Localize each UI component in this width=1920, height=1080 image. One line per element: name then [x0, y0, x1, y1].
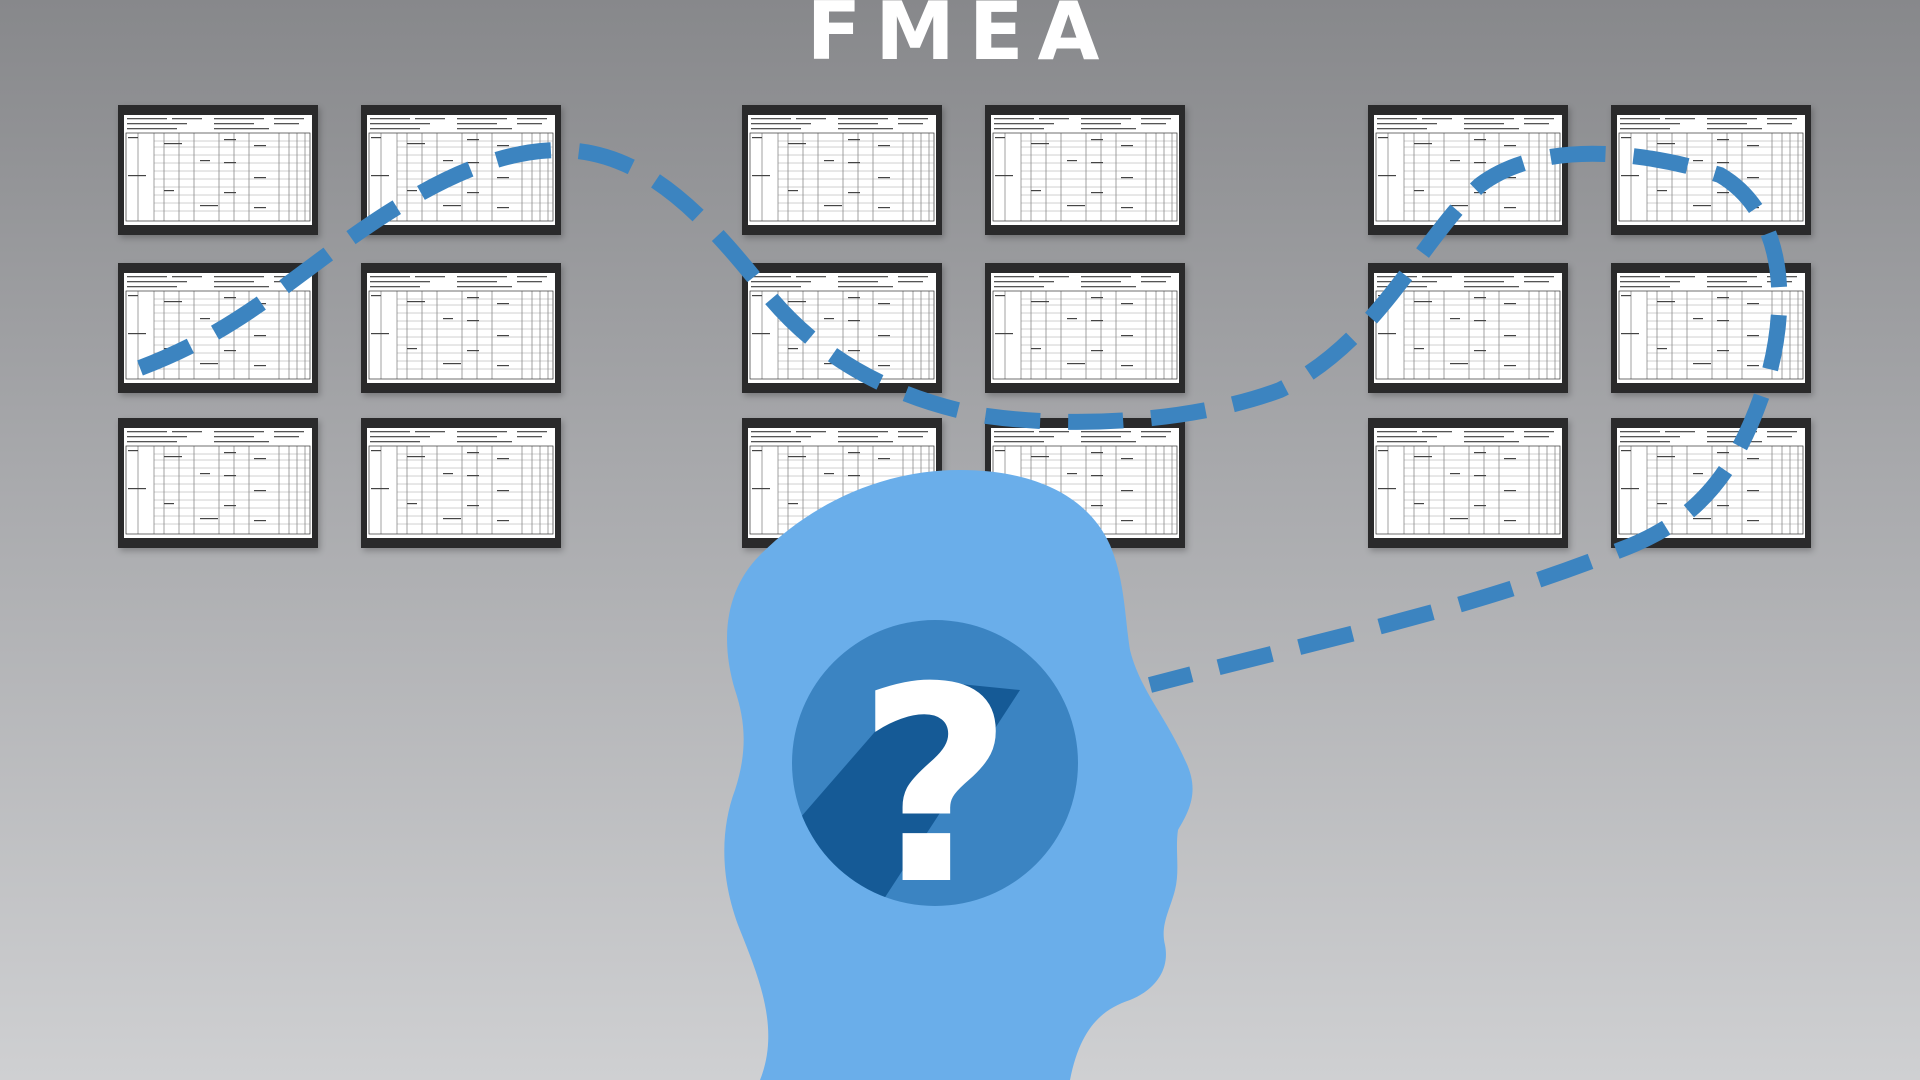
- spreadsheet-document-icon: [361, 418, 561, 548]
- spreadsheet-document-icon: [118, 105, 318, 235]
- spreadsheet-document-icon: [985, 105, 1185, 235]
- spreadsheet-document-icon: [1611, 105, 1811, 235]
- question-mark-icon: ?: [792, 620, 1078, 944]
- spreadsheet-document-icon: [118, 418, 318, 548]
- spreadsheet-document-icon: [985, 263, 1185, 393]
- page-title: FMEA: [806, 0, 1114, 78]
- spreadsheet-document-icon: [742, 105, 942, 235]
- spreadsheet-document-icon: [1368, 105, 1568, 235]
- spreadsheet-document-icon: [361, 263, 561, 393]
- thought-path: [137, 141, 1788, 693]
- spreadsheet-document-icon: [1368, 418, 1568, 548]
- svg-text:?: ?: [857, 629, 1014, 944]
